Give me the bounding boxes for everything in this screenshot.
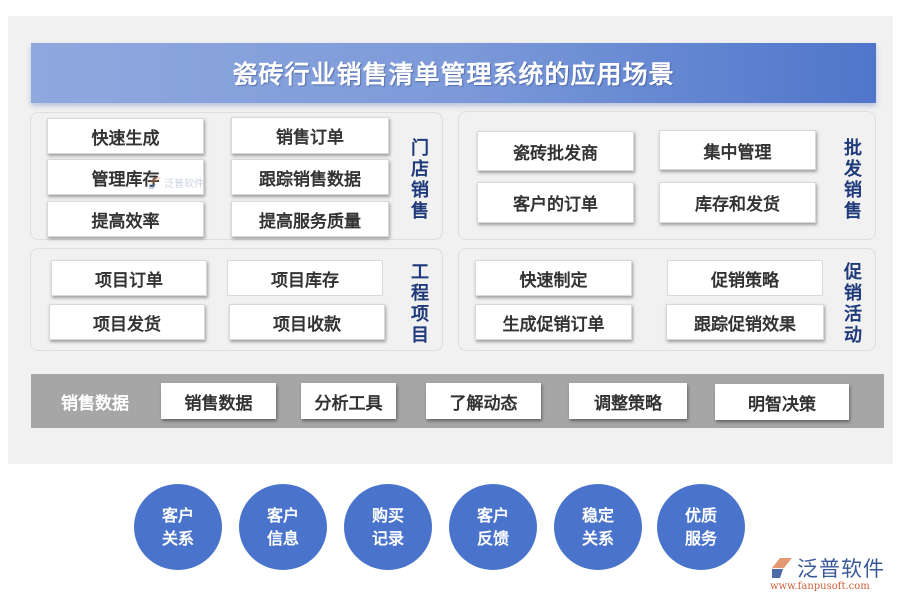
data-item-box: 了解动态	[426, 383, 541, 419]
item-box: 库存和发货	[659, 182, 816, 223]
item-box: 集中管理	[659, 130, 816, 170]
item-box: 提高服务质量	[231, 201, 389, 237]
item-box: 提高效率	[47, 201, 204, 237]
section-label-engineering-projects: 工程项目	[411, 262, 429, 346]
data-item-box: 明智决策	[715, 384, 849, 420]
item-box: 项目库存	[227, 260, 383, 296]
item-box: 跟踪销售数据	[231, 159, 389, 195]
item-box: 客户的订单	[477, 182, 634, 223]
circle-customer-info: 客户信息	[239, 484, 327, 570]
data-item-box: 销售数据	[161, 383, 276, 419]
item-box: 管理库存	[47, 159, 204, 195]
item-box: 项目订单	[51, 260, 207, 296]
watermark: 泛普软件	[148, 175, 204, 190]
item-box: 快速制定	[475, 260, 632, 296]
item-box: 项目收款	[229, 304, 385, 340]
logo-brand-text: 泛普软件	[797, 557, 885, 581]
section-label-store-sales: 门店销售	[411, 138, 429, 222]
item-box: 生成促销订单	[475, 304, 632, 340]
fanpu-logo-icon	[772, 558, 792, 578]
data-item-box: 分析工具	[301, 383, 396, 419]
section-label-promotion: 促销活动	[844, 262, 862, 346]
circle-customer-feedback: 客户反馈	[449, 484, 537, 570]
sales-data-bar: 销售数据 销售数据 分析工具 了解动态 调整策略 明智决策	[31, 374, 884, 428]
item-box: 瓷砖批发商	[477, 131, 634, 171]
section-label-wholesale-sales: 批发销售	[844, 138, 862, 222]
logo-url-text: www.fanpusoft.com	[770, 581, 870, 592]
item-box: 跟踪促销效果	[666, 304, 824, 340]
fanpu-logo: 泛普软件 www.fanpusoft.com	[770, 553, 895, 593]
circle-quality-service: 优质服务	[657, 484, 745, 570]
circle-purchase-records: 购买记录	[344, 484, 432, 570]
page-title: 瓷砖行业销售清单管理系统的应用场景	[232, 60, 675, 89]
circle-stable-relationship: 稳定关系	[554, 484, 642, 570]
item-box: 销售订单	[231, 117, 389, 154]
item-box: 促销策略	[667, 260, 823, 296]
fanpu-logo-icon	[149, 176, 161, 189]
title-banner: 瓷砖行业销售清单管理系统的应用场景	[31, 43, 876, 103]
item-box: 快速生成	[47, 118, 204, 154]
sales-data-label: 销售数据	[61, 393, 129, 414]
item-box: 项目发货	[49, 304, 205, 340]
data-item-box: 调整策略	[569, 383, 687, 419]
circle-customer-relationship: 客户关系	[134, 484, 222, 570]
